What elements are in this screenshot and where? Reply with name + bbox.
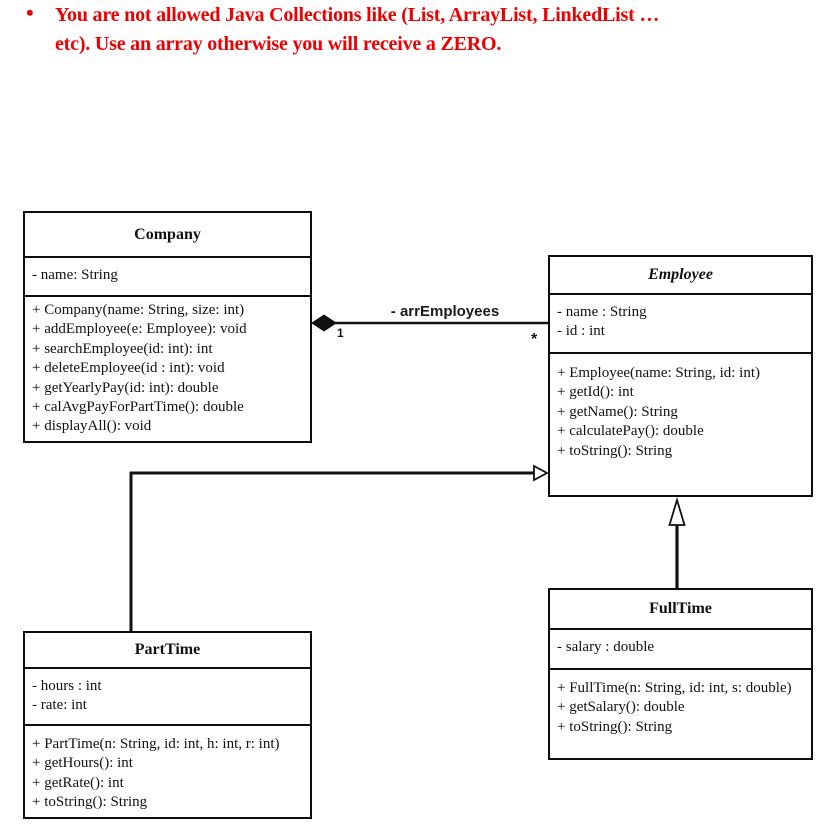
class-parttime-title: PartTime [134,641,201,658]
no-collections-notice: You are not allowed Java Collections lik… [55,1,795,59]
class-company-title: Company [134,225,201,243]
class-parttime-attributes: - hours : int - rate: int [25,667,310,724]
member-line: + getSalary(): double [557,699,685,716]
generalization-line-parttime [129,471,535,631]
member-line: + displayAll(): void [32,418,152,435]
multiplicity-employee-end: * [531,331,538,348]
class-fulltime-methods: + FullTime(n: String, id: int, s: double… [550,668,811,758]
class-parttime-methods: + PartTime(n: String, id: int, h: int, r… [25,724,310,817]
generalization-arrow-fulltime-icon [668,496,686,526]
class-fulltime-title: FullTime [649,600,712,617]
notice-line-2: etc). Use an array otherwise you will re… [55,33,502,55]
member-line: + getName(): String [557,403,678,420]
member-line: + Company(name: String, size: int) [32,302,245,318]
class-company-attributes: - name: String [25,256,310,295]
member-line: + deleteEmployee(id : int): void [32,360,225,377]
class-employee-attributes: - name : String - id : int [550,293,811,352]
generalization-arrow-parttime-icon [533,464,549,482]
notice-line-1: You are not allowed Java Collections lik… [55,4,660,26]
member-line: + addEmployee(e: Employee): void [32,321,247,338]
member-line: + getHours(): int [32,755,133,772]
member-line: + toString(): String [557,442,673,459]
member-line: + getRate(): int [32,774,124,791]
member-line: + calculatePay(): double [557,423,704,440]
class-fulltime-attributes: - salary : double [550,628,811,668]
member-line: + PartTime(n: String, id: int, h: int, r… [32,736,280,752]
class-parttime: PartTime - hours : int - rate: int + Part… [23,631,312,819]
class-employee-title: Employee [648,266,713,283]
multiplicity-company-end: 1 [337,326,344,340]
member-line: - hours : int [32,678,102,694]
class-company-methods: + Company(name: String, size: int) + addE… [25,295,310,441]
class-fulltime: FullTime - salary : double + FullTime(n:… [548,588,813,760]
member-line: - salary : double [557,639,655,655]
member-line: + toString(): String [557,718,673,735]
association-label-arremployees: - arrEmployees [390,303,500,320]
member-line: + toString(): String [32,794,148,811]
member-line: - rate: int [32,697,87,714]
class-company: Company - name: String + Company(name: S… [23,211,312,443]
member-line: + FullTime(n: String, id: int, s: double… [557,680,792,696]
member-line: + calAvgPayForPartTime(): double [32,399,244,416]
member-line: + Employee(name: String, id: int) [557,365,761,381]
class-employee-methods: + Employee(name: String, id: int) + getId… [550,352,811,495]
member-line: + getYearlyPay(id: int): double [32,379,219,396]
member-line: + searchEmployee(id: int): int [32,340,213,357]
member-line: - name : String [557,304,647,320]
bullet-icon: • [26,0,34,25]
class-employee: Employee - name : String - id : int + Emp… [548,255,813,497]
member-line: + getId(): int [557,384,634,401]
composition-diamond-icon [311,314,337,332]
member-line: - id : int [557,323,605,340]
member-line: - name: String [32,267,118,283]
